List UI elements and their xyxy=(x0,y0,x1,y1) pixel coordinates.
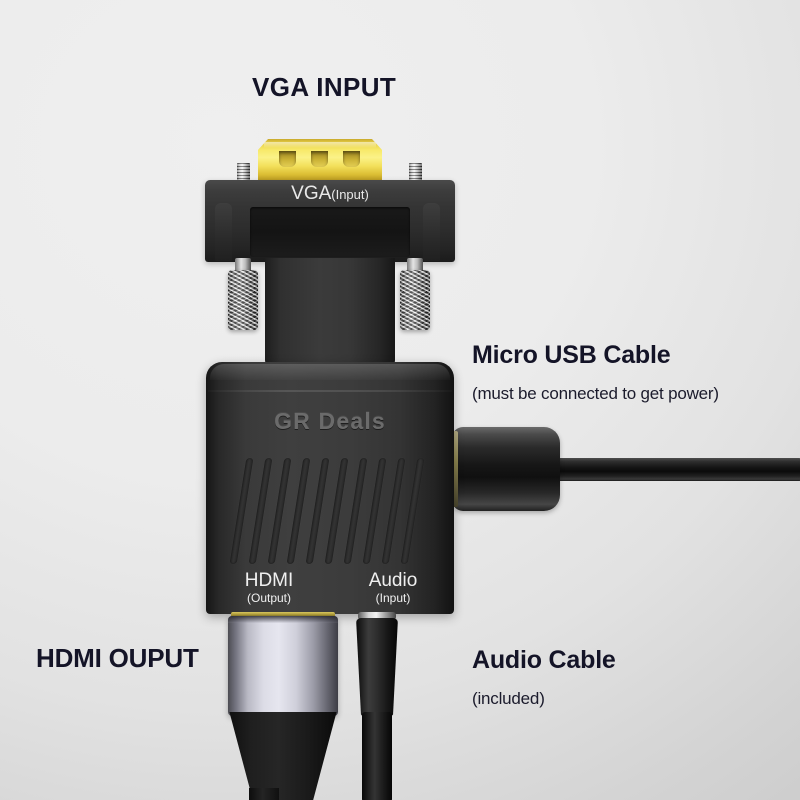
hdmi-cable-wire xyxy=(249,788,279,800)
vent-slot xyxy=(362,458,387,564)
vga-notch xyxy=(279,151,296,167)
vga-notch xyxy=(311,151,328,167)
port-label-hdmi-name: HDMI xyxy=(244,570,294,591)
port-label-vga: VGA(Input) xyxy=(205,183,455,205)
port-label-vga-name: VGA xyxy=(291,183,332,204)
hdmi-connector-shell xyxy=(228,616,338,716)
label-micro-usb-note: (must be connected to get power) xyxy=(472,384,719,403)
vent-slot xyxy=(400,458,425,564)
brand-logo-text: GR Deals xyxy=(274,408,386,434)
vga-thumbscrew-right xyxy=(400,270,430,330)
label-hdmi-output: HDMI OUPUT xyxy=(36,643,199,673)
hdmi-shell-top-shadow xyxy=(228,616,338,623)
vent-slot xyxy=(267,458,292,564)
ventilation-grille xyxy=(229,458,426,564)
port-label-vga-direction: (Input) xyxy=(331,187,369,202)
port-label-hdmi-direction: (Output) xyxy=(246,591,291,605)
vga-thumbscrew-left xyxy=(228,270,258,330)
vent-slot xyxy=(324,458,349,564)
audio-cable-wire xyxy=(362,712,392,800)
vga-notch xyxy=(343,151,360,167)
vent-slot xyxy=(286,458,311,564)
vga-gold-connector xyxy=(258,139,382,181)
vent-slot xyxy=(305,458,330,564)
audio-jack-metal-ring xyxy=(358,612,396,620)
port-label-audio-direction: (Input) xyxy=(375,591,411,605)
port-label-hdmi: HDMI (Output) xyxy=(206,570,332,605)
hdmi-gold-contact-edge xyxy=(231,612,335,617)
label-audio-cable-note: (included) xyxy=(472,689,545,708)
label-micro-usb-cable: Micro USB Cable xyxy=(472,341,671,369)
port-label-audio-name: Audio xyxy=(368,570,418,591)
vent-slot xyxy=(248,458,273,564)
vga-housing-rail-right xyxy=(423,203,440,261)
label-audio-cable: Audio Cable xyxy=(472,646,616,674)
vga-housing-inset-panel xyxy=(250,207,410,257)
adapter-body-highlight xyxy=(210,364,450,380)
micro-usb-connector-head xyxy=(452,427,560,511)
hdmi-cable-boot xyxy=(229,712,337,800)
vent-slot xyxy=(381,458,406,564)
micro-usb-cable-wire xyxy=(540,458,800,481)
adapter-body-seam xyxy=(208,390,452,392)
audio-jack-barrel xyxy=(356,618,398,716)
port-label-audio: Audio (Input) xyxy=(332,570,454,605)
vent-slot xyxy=(343,458,368,564)
device-neck xyxy=(265,258,395,368)
label-vga-input: VGA INPUT xyxy=(252,72,397,102)
vga-housing-rail-left xyxy=(215,203,232,261)
